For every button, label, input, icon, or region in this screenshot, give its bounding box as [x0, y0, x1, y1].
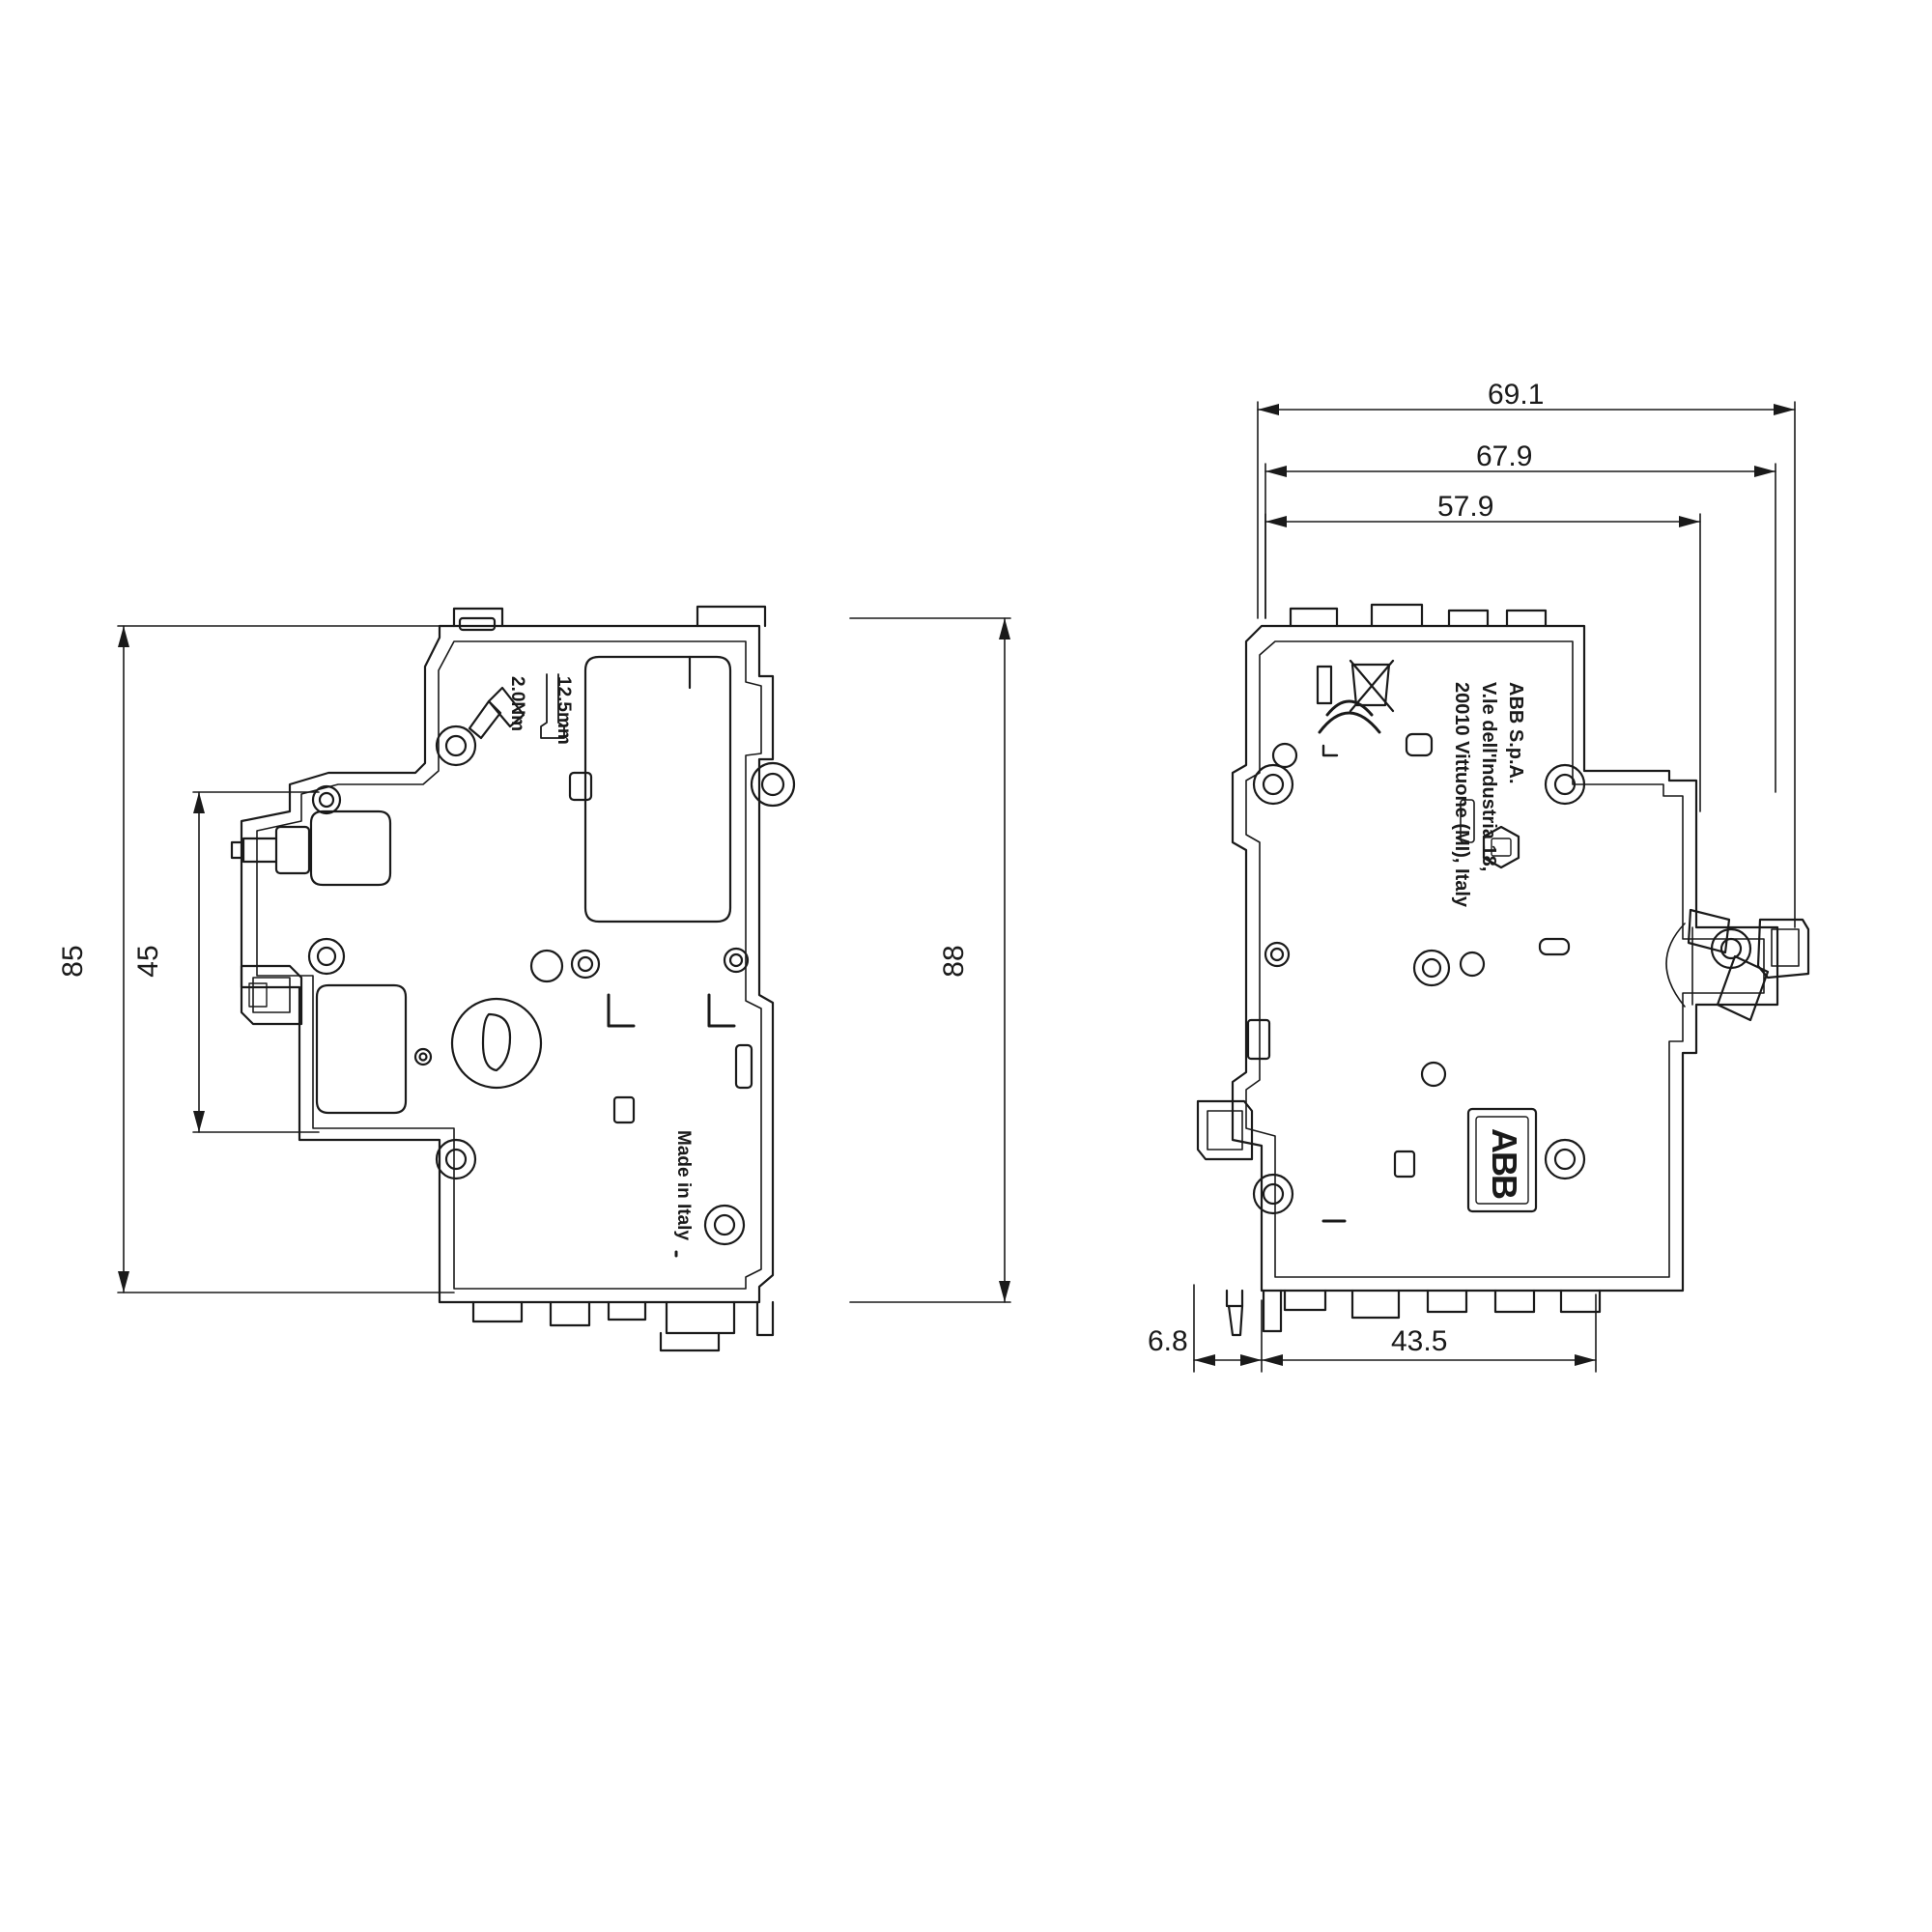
right-dimension-lines: [1193, 401, 1796, 1373]
torque-marking: 2.0Nm: [507, 676, 527, 732]
wire-size-marking: 12.5mm: [554, 676, 574, 745]
abb-logo-text: ABB: [1485, 1128, 1524, 1198]
dim-label-67-9: 67.9: [1476, 440, 1533, 472]
dim-label-69-1: 69.1: [1488, 379, 1545, 411]
left-view-body: [230, 605, 796, 1352]
company-name-line1: ABB S.p.A.: [1505, 682, 1526, 784]
dim-label-45: 45: [132, 945, 164, 978]
company-address-line1: V.le dell'Industria 18,: [1478, 682, 1499, 872]
dim-label-57-9: 57.9: [1437, 491, 1494, 523]
right-view-body: [1196, 603, 1810, 1337]
dim-label-88: 88: [938, 945, 970, 978]
dim-label-85: 85: [57, 945, 89, 978]
made-in-italy-marking: Made in Italy: [673, 1130, 694, 1241]
company-address-line2: 20010 Vittuone (MI), Italy: [1451, 682, 1472, 908]
dim-label-6-8: 6.8: [1148, 1325, 1188, 1357]
left-dimension-lines: [117, 617, 1011, 1303]
dim-label-43-5: 43.5: [1391, 1325, 1448, 1357]
